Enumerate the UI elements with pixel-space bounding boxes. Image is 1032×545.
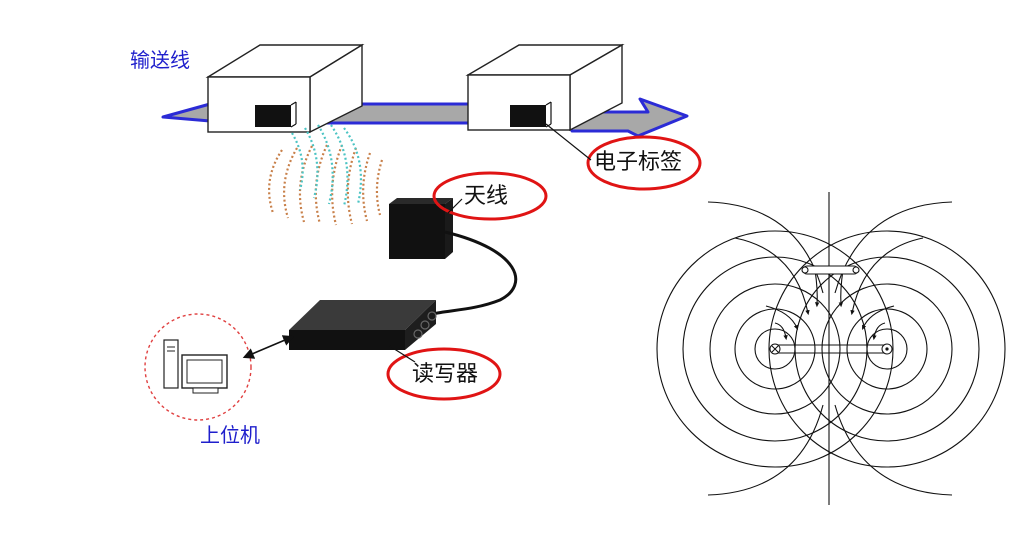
tag-callout-oval [586,135,702,191]
magnetic-field-diagram [656,192,1006,505]
reader-label: 读写器 [412,362,479,387]
reader-callout-oval [386,347,502,401]
host-computer [144,313,252,421]
radio-waves-icon [268,124,384,226]
box-1 [205,43,365,134]
host-dashed-circle [144,313,252,421]
current-markers [769,343,893,355]
electronic-tag-2 [510,105,546,127]
host-label: 上位机 [200,423,260,447]
antenna-callout-oval [432,171,548,221]
antenna-label: 天线 [464,184,509,209]
antenna-cable [431,230,518,316]
host-reader-link [242,335,295,359]
box-2 [465,43,625,132]
desktop-computer-icon [163,339,228,394]
electronic-tag-1 [255,105,291,127]
reader-box-icon [289,300,437,350]
tag-label: 电子标签 [594,150,683,175]
conveyor-label: 输送线 [130,48,190,72]
